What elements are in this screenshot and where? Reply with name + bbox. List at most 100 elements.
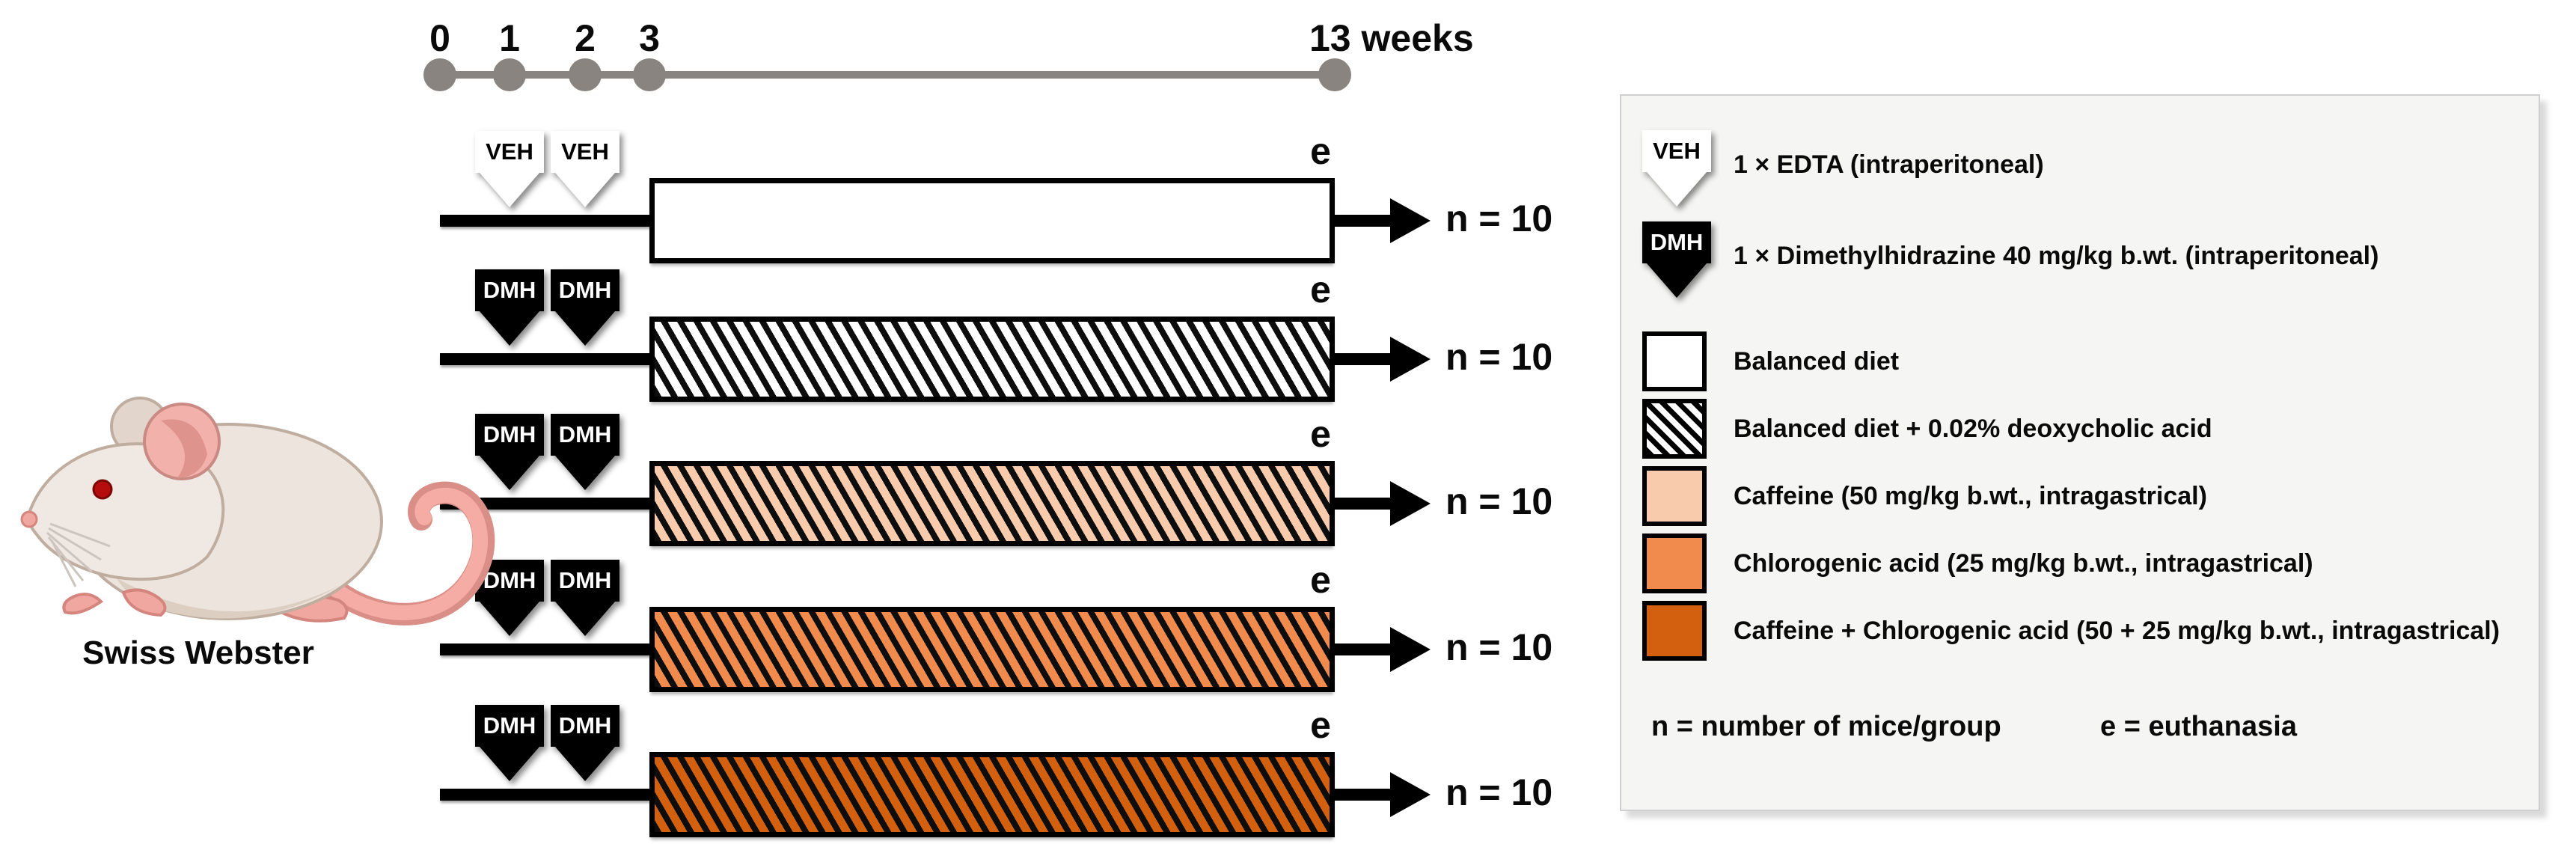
dmh-marker-label: DMH — [475, 560, 544, 602]
veh-marker-label: VEH — [551, 131, 619, 173]
mouse-illustration — [20, 397, 495, 626]
legend-note-n: n = number of mice/group — [1651, 711, 2001, 742]
treatment-bar-deoxycholic — [649, 317, 1335, 402]
dmh-marker-tail — [480, 311, 539, 346]
mouse-tail-inner — [318, 487, 489, 620]
mouse-front-paw — [62, 593, 104, 615]
dmh-marker-label: DMH — [551, 414, 619, 456]
row-arrow-head — [1390, 198, 1431, 243]
euthanasia-label: e — [1310, 269, 1331, 311]
timeline-tick-2: 2 — [575, 17, 596, 59]
veh-marker-label: VEH — [475, 131, 544, 173]
legend-panel: VEH 1 × EDTA (intraperitoneal) DMH 1 × D… — [1620, 94, 2540, 811]
veh-marker-icon: VEH — [475, 131, 544, 207]
dmh-marker-icon: DMH — [475, 705, 544, 781]
dmh-marker-icon: DMH — [475, 269, 544, 346]
timeline-tick-1: 1 — [499, 17, 520, 59]
dmh-marker-label: DMH — [551, 269, 619, 311]
row-baseline — [440, 353, 651, 365]
timeline-tick-0: 0 — [429, 17, 450, 59]
treatment-bar-balanced-diet — [649, 178, 1335, 263]
timeline-dot-week0 — [423, 58, 456, 91]
dmh-marker-icon: DMH — [551, 705, 619, 781]
row-arrow-head — [1390, 772, 1431, 817]
legend-swatch-balanced-diet — [1642, 331, 1707, 391]
legend-swatch-combo — [1642, 601, 1707, 661]
treatment-bar-chlorogenic — [649, 607, 1335, 692]
row-baseline — [440, 789, 651, 801]
dmh-marker-tail — [555, 311, 615, 346]
dmh-marker-label: DMH — [475, 269, 544, 311]
group-size-label: n = 10 — [1445, 198, 1553, 239]
row-arrow-head — [1390, 337, 1431, 382]
legend-swatch-deoxycholic — [1642, 399, 1707, 459]
euthanasia-label: e — [1310, 413, 1331, 455]
veh-pin-icon: VEH — [1642, 130, 1711, 207]
subject-strain-label: Swiss Webster — [82, 635, 314, 671]
euthanasia-label: e — [1310, 130, 1331, 172]
dmh-marker-icon: DMH — [475, 414, 544, 490]
timeline-end-label: 13 weeks — [1309, 17, 1474, 59]
row-arrow-head — [1390, 481, 1431, 526]
dmh-marker-icon: DMH — [551, 560, 619, 636]
dmh-marker-icon: DMH — [475, 560, 544, 636]
treatment-bar-combo — [649, 752, 1335, 837]
dmh-pin-tail — [1647, 263, 1707, 298]
dmh-marker-label: DMH — [551, 705, 619, 747]
timeline-dot-week13 — [1318, 58, 1351, 91]
dmh-marker-tail — [480, 747, 539, 781]
group-size-label: n = 10 — [1445, 336, 1553, 378]
mouse-belly-shade — [116, 578, 340, 619]
dmh-marker-label: DMH — [475, 705, 544, 747]
row-baseline — [440, 643, 651, 655]
row-baseline — [440, 498, 651, 510]
treatment-bar-caffeine — [649, 461, 1335, 546]
veh-marker-icon: VEH — [551, 131, 619, 207]
legend-item-label: Caffeine + Chlorogenic acid (50 + 25 mg/… — [1734, 616, 2500, 645]
dmh-marker-tail — [480, 456, 539, 490]
legend-item-label: Caffeine (50 mg/kg b.wt., intragastrical… — [1734, 481, 2207, 510]
veh-marker-tail — [555, 173, 615, 207]
timeline-tick-3: 3 — [639, 17, 660, 59]
row-arrow — [1333, 789, 1396, 801]
dmh-marker-tail — [555, 747, 615, 781]
row-arrow — [1333, 353, 1396, 365]
dmh-pin-icon: DMH — [1642, 221, 1711, 298]
legend-swatch-caffeine — [1642, 466, 1707, 526]
group-size-label: n = 10 — [1445, 626, 1553, 668]
veh-pin-label: VEH — [1642, 130, 1711, 172]
dmh-marker-icon: DMH — [551, 414, 619, 490]
legend-swatch-chlorogenic — [1642, 534, 1707, 593]
row-arrow — [1333, 643, 1396, 655]
group-size-label: n = 10 — [1445, 771, 1553, 813]
dmh-marker-tail — [555, 456, 615, 490]
veh-pin-tail — [1647, 172, 1707, 207]
legend-item-label: 1 × EDTA (intraperitoneal) — [1734, 150, 2044, 179]
dmh-marker-label: DMH — [475, 414, 544, 456]
veh-marker-tail — [480, 173, 539, 207]
dmh-marker-tail — [480, 602, 539, 636]
legend-veh-item-icon: VEH — [1642, 130, 1711, 207]
mouse-eye — [92, 479, 113, 500]
mouse-whiskers — [46, 522, 111, 587]
row-arrow — [1333, 498, 1396, 510]
dmh-marker-icon: DMH — [551, 269, 619, 346]
legend-item-label: Balanced diet + 0.02% deoxycholic acid — [1734, 414, 2212, 443]
mouse-front-paw — [121, 588, 167, 617]
legend-note-e: e = euthanasia — [2100, 711, 2297, 742]
euthanasia-label: e — [1310, 559, 1331, 601]
dmh-marker-tail — [555, 602, 615, 636]
dmh-marker-label: DMH — [551, 560, 619, 602]
mouse-ear-inner — [161, 419, 207, 478]
timeline-dot-week1 — [493, 58, 526, 91]
dmh-pin-label: DMH — [1642, 221, 1711, 263]
legend-item-label: Balanced diet — [1734, 346, 1900, 376]
euthanasia-label: e — [1310, 704, 1331, 746]
timeline-dot-week3 — [633, 58, 666, 91]
row-baseline — [440, 215, 651, 227]
